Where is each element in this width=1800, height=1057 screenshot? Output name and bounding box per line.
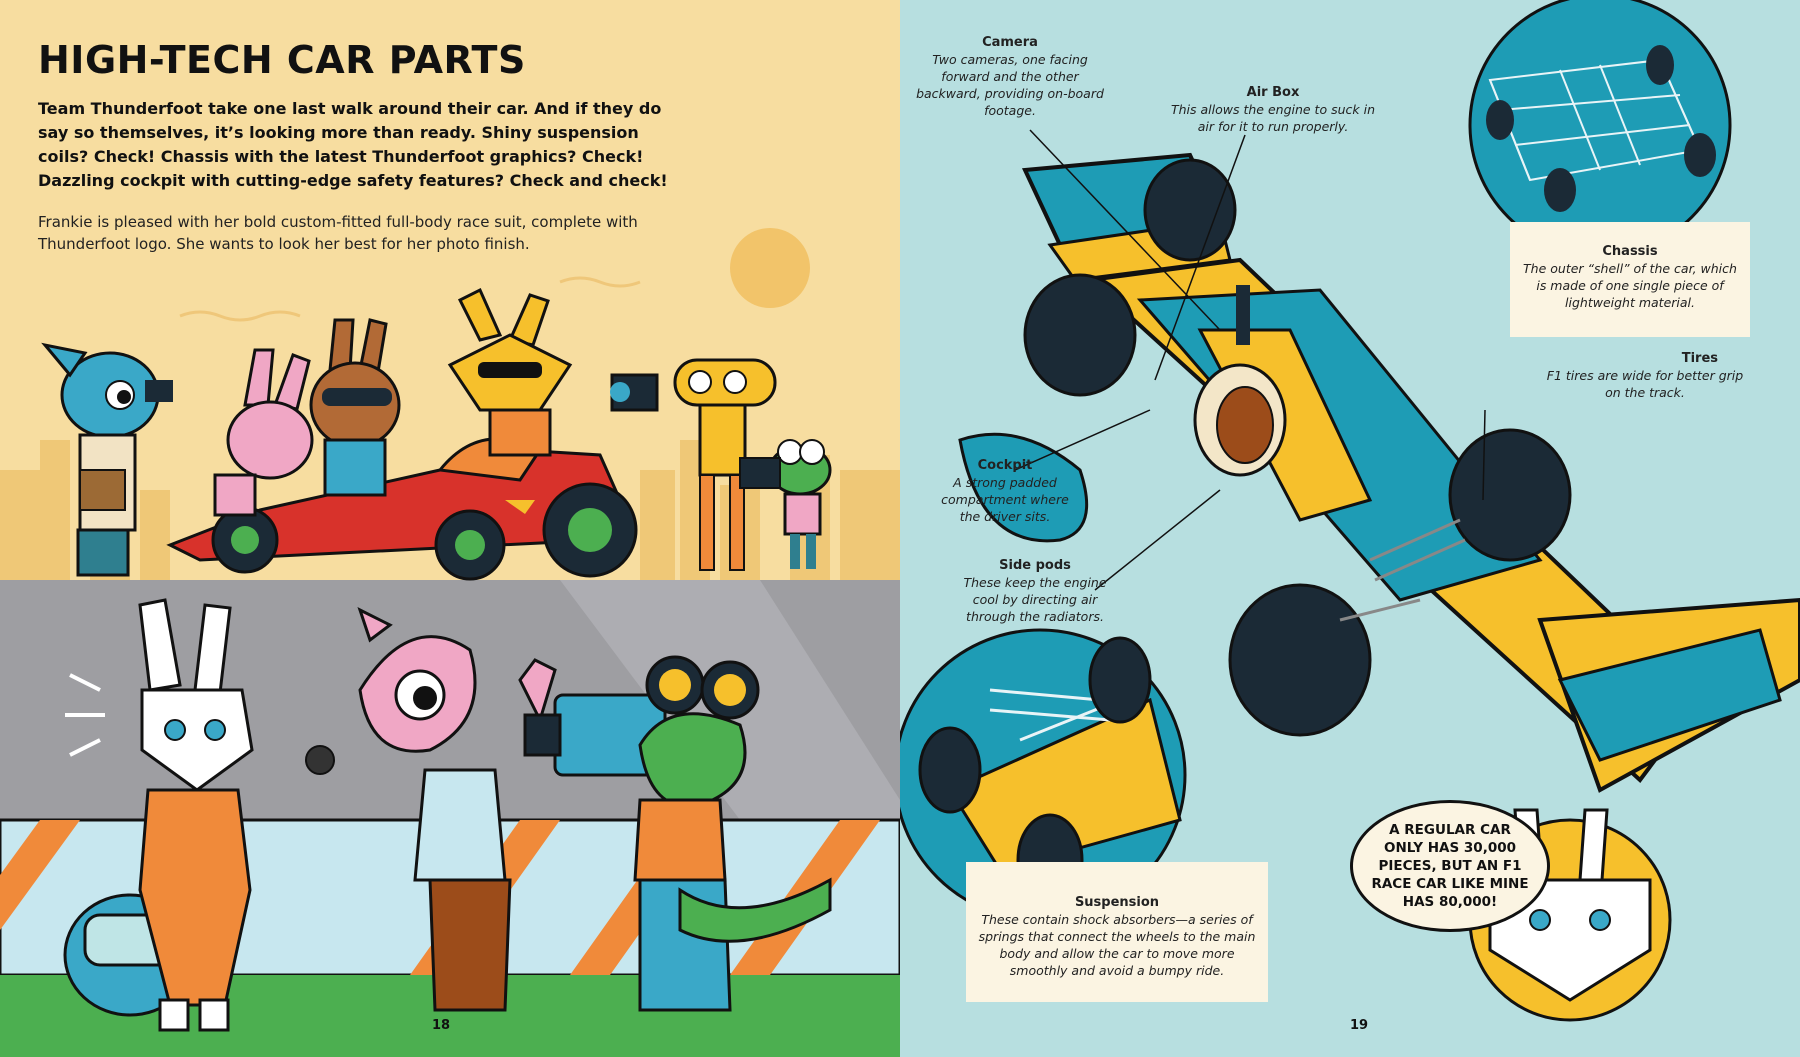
label-tires: Tires F1 tires are wide for better grip … [1540, 350, 1750, 401]
label-suspension: Suspension These contain shock absorbers… [976, 894, 1258, 979]
label-suspension-title: Suspension [1074, 895, 1160, 910]
microphone-icon [305, 745, 335, 775]
caption-paragraph: Frankie is pleased with her bold custom-… [38, 213, 638, 253]
frog-camera-operator-character [523, 655, 832, 1012]
label-air-box-title: Air Box [1246, 85, 1300, 100]
camera-icon [739, 457, 781, 489]
camera-icon [145, 380, 173, 402]
page-number-left: 18 [432, 1018, 451, 1033]
yellow-rabbit-character [447, 287, 573, 457]
label-suspension-desc: These contain shock absorbers—a series o… [978, 912, 1256, 978]
sun-icon [730, 228, 810, 308]
label-air-box-desc: This allows the engine to suck in air fo… [1170, 102, 1375, 134]
speech-bubble-text: A REGULAR CAR ONLY HAS 30,000 PIECES, BU… [1371, 822, 1529, 910]
air-box-shape [1236, 285, 1250, 345]
label-air-box: Air Box This allows the engine to suck i… [1168, 84, 1378, 135]
label-camera: Camera Two cameras, one facing forward a… [910, 34, 1110, 119]
intro-paragraph: Team Thunderfoot take one last walk arou… [38, 99, 668, 190]
right-page: Camera Two cameras, one facing forward a… [900, 0, 1800, 1057]
frog-character-small [739, 439, 832, 569]
label-chassis: Chassis The outer “shell” of the car, wh… [1520, 243, 1740, 311]
cat-reporter-character [305, 607, 557, 1012]
brown-bunny-character [309, 318, 401, 497]
right-illustration [900, 0, 1800, 1022]
label-tires-desc: F1 tires are wide for better grip on the… [1546, 368, 1744, 400]
label-camera-desc: Two cameras, one facing forward and the … [916, 52, 1104, 118]
label-camera-title: Camera [982, 35, 1038, 50]
label-side-pods-title: Side pods [999, 558, 1071, 573]
label-chassis-desc: The outer “shell” of the car, which is m… [1523, 261, 1737, 310]
label-side-pods: Side pods These keep the engine cool by … [955, 557, 1115, 625]
left-illustration [0, 228, 900, 1057]
leader-lines [1014, 129, 1486, 591]
suspension-card [966, 862, 1268, 1002]
label-cockpit-desc: A strong padded compartment where the dr… [941, 475, 1069, 524]
robot-character [610, 358, 777, 571]
page-heading: HIGH-TECH CAR PARTS [38, 38, 526, 82]
label-tires-title: Tires [1681, 351, 1718, 366]
left-page: HIGH-TECH CAR PARTS Team Thunderfoot tak… [0, 0, 900, 1057]
label-cockpit: Cockpit A strong padded compartment wher… [930, 457, 1080, 525]
chassis-card [1510, 222, 1750, 337]
red-race-car [166, 437, 638, 581]
label-side-pods-desc: These keep the engine cool by directing … [963, 575, 1107, 624]
pink-bunny-character [213, 348, 314, 517]
f1-car-illustration [958, 152, 1800, 793]
bunny-racer-character [138, 598, 254, 1032]
blue-cat-character [41, 342, 173, 577]
speech-bubble: A REGULAR CAR ONLY HAS 30,000 PIECES, BU… [1350, 800, 1550, 932]
label-chassis-title: Chassis [1602, 244, 1658, 259]
label-cockpit-title: Cockpit [977, 458, 1033, 473]
page-number-right: 19 [1350, 1018, 1369, 1033]
side-pod-shape [958, 432, 1089, 543]
